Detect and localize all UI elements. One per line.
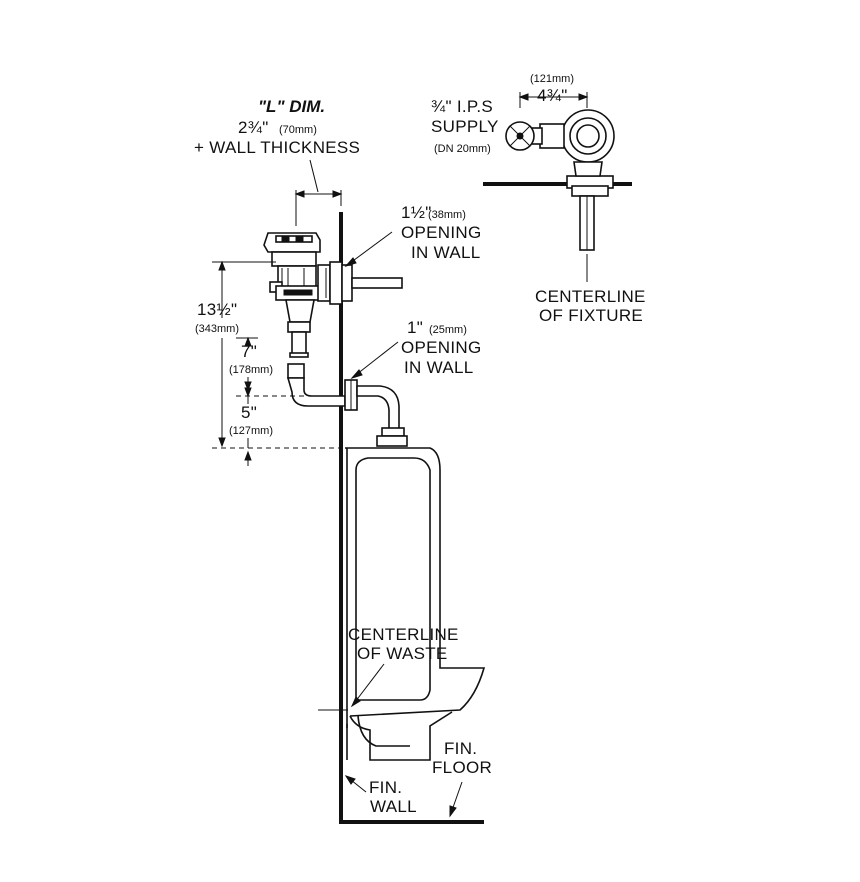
centerline-waste-line2: OF WASTE <box>357 644 448 663</box>
l-dim-value: 2¾" <box>238 118 269 137</box>
opening2-metric: (25mm) <box>429 324 467 336</box>
supply-size: ¾" I.P.S <box>431 97 493 116</box>
opening1-word: OPENING <box>401 223 482 242</box>
opening1-in-wall: IN WALL <box>411 243 481 262</box>
dim-mid-metric: (178mm) <box>229 364 273 376</box>
fin-floor-line1: FIN. <box>444 739 477 758</box>
l-dim-title: "L" DIM. <box>258 97 325 116</box>
top-dim-value: 4¾" <box>537 86 568 105</box>
urinal-fixture <box>345 447 486 761</box>
dim-low: 5" <box>241 403 257 422</box>
supply-word: SUPPLY <box>431 117 499 136</box>
flush-connection <box>286 363 408 447</box>
centerline-waste-line1: CENTERLINE <box>348 625 459 644</box>
opening2-in-wall: IN WALL <box>404 358 474 377</box>
dim-total: 13½" <box>197 300 237 319</box>
dim-mid: 7" <box>241 342 257 361</box>
l-dim-wall-thickness: + WALL THICKNESS <box>194 138 360 157</box>
flush-valve <box>263 232 403 358</box>
top-dim-metric: (121mm) <box>530 73 574 85</box>
opening1-size: 1½" <box>401 203 432 222</box>
top-view-inset <box>483 92 632 282</box>
opening2-size: 1" <box>407 318 423 337</box>
fin-floor-line2: FLOOR <box>432 758 492 777</box>
dim-low-metric: (127mm) <box>229 425 273 437</box>
centerline-fixture-line2: OF FIXTURE <box>539 306 643 325</box>
supply-metric: (DN 20mm) <box>434 143 491 155</box>
fin-wall-line1: FIN. <box>369 778 402 797</box>
opening2-word: OPENING <box>401 338 482 357</box>
fin-wall-line2: WALL <box>370 797 417 816</box>
dim-total-metric: (343mm) <box>195 323 239 335</box>
opening1-metric: (38mm) <box>428 209 466 221</box>
centerline-fixture-line1: CENTERLINE <box>535 287 646 306</box>
dimension-lines <box>212 159 463 818</box>
l-dim-metric: (70mm) <box>279 124 317 136</box>
